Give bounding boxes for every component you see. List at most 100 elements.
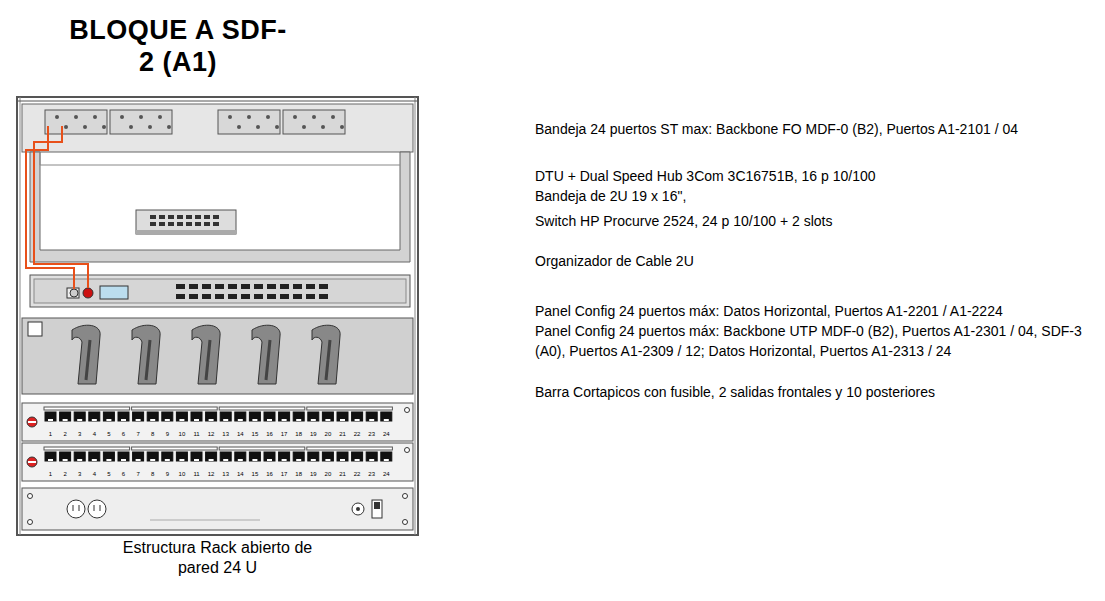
port-number: 23 [366,431,378,438]
rack-detail [308,412,319,421]
rack-detail [256,125,260,129]
rack-detail [312,325,340,384]
rack-detail [223,419,228,421]
rack-detail [158,115,162,119]
description-text: Panel Config 24 puertos máx: Backbone UT… [535,321,1097,361]
rack-detail [44,407,130,410]
rack-detail [121,419,126,421]
rack-detail [206,452,217,461]
rack-detail [176,452,187,461]
description-text: Barra Cortapicos con fusible, 2 salidas … [535,382,1100,402]
port-number: 15 [249,471,261,478]
port-number: 3 [74,431,86,438]
rack-detail [132,325,160,384]
rack-detail [176,412,187,421]
rack-detail [249,452,260,461]
port-number: 13 [220,431,232,438]
rack-detail [118,452,129,461]
rack-detail [293,284,302,289]
rack-detail [381,452,392,461]
port-number: 18 [293,471,305,478]
rack-detail [121,459,126,461]
rack-detail [150,222,156,226]
caption: Estructura Rack abierto de pared 24 U [115,538,320,578]
rack-detail [192,325,220,384]
rack-detail [168,222,174,226]
rack-detail [177,215,183,219]
rack-detail [213,222,219,226]
rack-detail [279,452,290,461]
rack-detail [238,459,243,461]
rack-detail [77,459,82,461]
rack-detail [44,447,130,450]
rack-detail [228,115,232,119]
port-number: 9 [161,431,173,438]
port-number: 20 [322,471,334,478]
rack-detail [340,419,345,421]
rack-detail [264,452,275,461]
rack-detail [308,452,319,461]
rack-detail [302,125,306,129]
port-number: 11 [191,431,203,438]
port-number: 7 [132,431,144,438]
port-number: 2 [59,471,71,478]
port-number: 19 [307,431,319,438]
port-number: 4 [88,471,100,478]
rack-detail [48,459,53,461]
rack-detail [132,407,218,410]
rack-detail [384,459,389,461]
rack-detail [168,215,174,219]
rack-detail [202,294,211,299]
rack-detail [293,115,297,119]
rack-detail [252,459,257,461]
port-number: 3 [74,471,86,478]
rack-detail [238,419,243,421]
port-number: 6 [118,431,130,438]
rack-detail [282,459,287,461]
port-number: 10 [176,471,188,478]
rack-detail [136,419,141,421]
rack-detail [219,447,305,450]
port-number: 17 [278,431,290,438]
rack-detail [146,340,150,380]
rack-detail [186,215,192,219]
description-text: Panel Config 24 puertos máx: Datos Horiz… [535,301,1095,321]
rack-detail [235,452,246,461]
rack-detail [92,419,97,421]
rack-detail [189,294,198,299]
rack-detail [279,412,290,421]
port-number: 11 [191,471,203,478]
rack-detail [74,452,85,461]
rack-detail [177,222,183,226]
rack-detail [204,222,210,226]
rack-detail [237,125,241,129]
rack-detail [159,222,165,226]
rack-detail [267,419,272,421]
port-number: 22 [351,471,363,478]
rack-detail [311,459,316,461]
rack-detail [254,294,263,299]
rack-detail [266,340,270,380]
port-number: 10 [176,431,188,438]
rack-detail [195,222,201,226]
rack-detail [118,412,129,421]
rack-detail [148,125,152,129]
port-number: 12 [205,431,217,438]
rack-detail [89,452,100,461]
rack-detail [89,412,100,421]
rack-detail [202,284,211,289]
rack-detail [223,459,228,461]
description-text: Bandeja 24 puertos ST max: Backbone FO M… [535,119,1100,139]
port-number: 6 [118,471,130,478]
port-number: 20 [322,431,334,438]
rack-detail [86,340,90,380]
rack-detail [311,419,316,421]
rack-detail [218,110,280,134]
rack-detail [293,452,304,461]
port-number: 24 [380,471,392,478]
description-text: Bandeja de 2U 19 x 16", [535,186,1095,206]
rack-detail [110,110,172,134]
rack-detail [355,419,360,421]
port-number: 23 [366,471,378,478]
port-number: 9 [161,471,173,478]
